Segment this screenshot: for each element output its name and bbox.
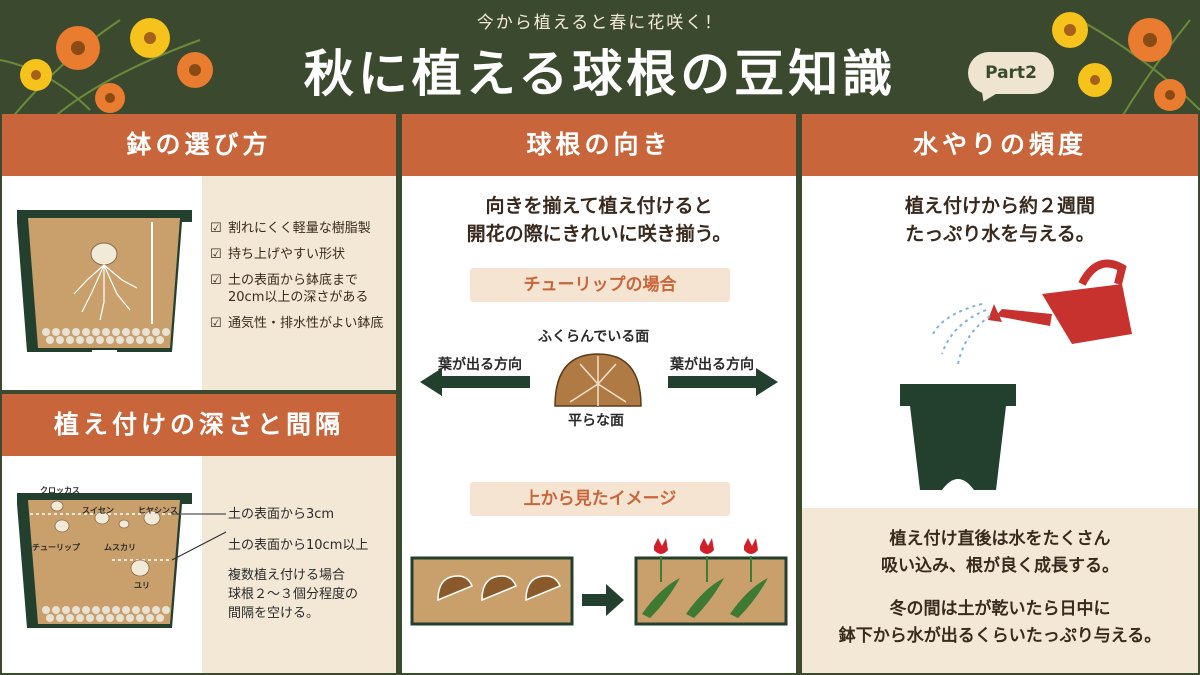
bulb-label-narcissus: スイセン [82,506,114,515]
water-body-2: 冬の間は土が乾いたら日中に 鉢下から水が出るくらいたっぷり与える。 [838,599,1162,646]
header-subtitle: 今から植えると春に花咲く！ [476,13,724,33]
water-lead: 植え付けから約２週間 たっぷり水を与える。 [904,195,1095,245]
water-body-1: 植え付け直後は水をたくさん 吸い込み、根が良く成長する。 [881,529,1119,576]
bulb-label-tulip: チューリップ [32,543,80,552]
depth-panel: 植え付けの深さと間隔 クロッカス スイセン ヒヤシンス チューリップ ムスカリ … [2,394,396,673]
direction-panel-title: 球根の向き [402,114,796,176]
pot-panel: 鉢の選び方 割れにくく軽量な樹脂製 持ち上げやすい形状 土の表面から鉢底まで20… [2,114,396,390]
bulb-label-hyacinth: ヒヤシンス [138,506,178,515]
direction-lead: 向きを揃えて植え付けると 開花の際にきれいに咲き揃う。 [466,195,732,245]
cosmos-flower-right-icon [1052,12,1200,121]
depth-note-10cm: 土の表面から10cm以上 [228,538,369,553]
check-item: 土の表面から鉢底まで20cm以上の深さがある [210,272,392,306]
check-item: 通気性・排水性がよい鉢底 [210,315,392,332]
leaf-direction-left-label: 葉が出る方向 [438,357,522,373]
depth-leader-lines [172,513,227,561]
check-item: 持ち上げやすい形状 [210,246,392,263]
depth-panel-title: 植え付けの深さと間隔 [2,394,396,456]
header: 今から植えると春に花咲く！ 秋に植える球根の豆知識 Part2 [0,0,1200,130]
check-item: 割れにくく軽量な樹脂製 [210,220,392,237]
page-title: 秋に植える球根の豆知識 [303,45,897,103]
direction-panel: 球根の向き 向きを揃えて植え付けると 開花の際にきれいに咲き揃う。 チューリップ… [402,114,796,673]
water-panel: 水やりの頻度 植え付けから約２週間 たっぷり水を与える。 植え付け直後は水をたく… [802,114,1198,673]
planting-depth-diagram-icon [17,493,192,628]
bulb-direction-diagram-icon [420,353,778,407]
pot-cross-section-icon [17,210,192,360]
top-view-chip: 上から見たイメージ [470,482,730,516]
plant-pot-icon [900,384,1016,490]
watering-can-icon [932,259,1132,365]
top-view-diagram-icon [410,538,788,626]
flat-face-label: 平らな面 [568,413,624,429]
bulb-label-muscari: ムスカリ [104,543,136,552]
depth-note-3cm: 土の表面から3cm [228,507,335,522]
cosmos-flower-left-icon [0,18,213,130]
bulb-label-crocus: クロッカス [40,486,80,495]
tulip-case-chip: チューリップの場合 [470,268,730,302]
pot-checklist: 割れにくく軽量な樹脂製 持ち上げやすい形状 土の表面から鉢底まで20cm以上の深… [210,220,392,341]
part-badge: Part2 [968,52,1054,94]
leaf-direction-right-label: 葉が出る方向 [670,357,754,373]
spacing-note: 複数植え付ける場合 球根２～３個分程度の 間隔を空ける。 [228,568,359,621]
water-panel-title: 水やりの頻度 [802,114,1198,176]
bulb-label-lily: ユリ [134,581,150,590]
pot-panel-title: 鉢の選び方 [2,114,396,176]
round-face-label: ふくらんでいる面 [538,329,650,345]
